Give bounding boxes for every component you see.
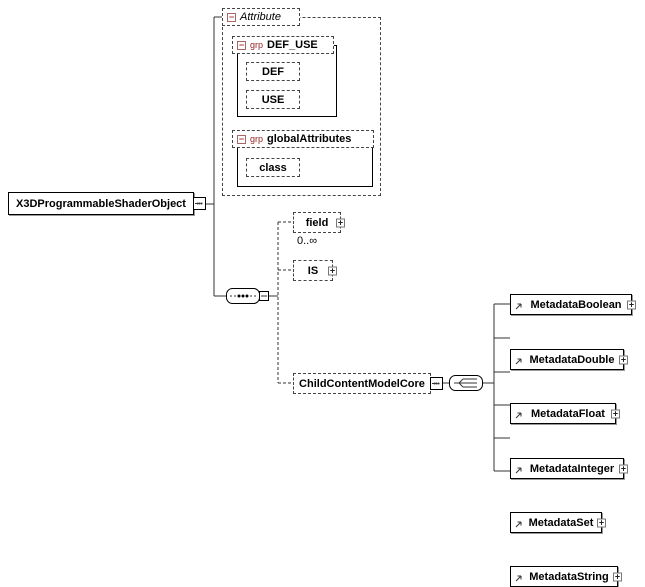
attribute-use[interactable]: USE [246, 90, 300, 109]
element-x3dprogrammableshaderobject[interactable]: X3DProgrammableShaderObject [8, 192, 194, 215]
element-name: MetadataBoolean [530, 298, 622, 311]
choice-preview-icon [432, 382, 441, 385]
element-is[interactable]: IS + [293, 260, 337, 281]
sequence-compositor-icon [226, 288, 260, 304]
dash-icon [261, 295, 267, 297]
element-name: IS [307, 264, 319, 277]
collapse-icon[interactable]: − [237, 133, 246, 144]
element-name: MetadataSet [528, 516, 594, 529]
element-name: X3DProgrammableShaderObject [16, 197, 186, 210]
element-metadatastring[interactable]: MetadataString + [510, 566, 622, 587]
element-metadatafloat[interactable]: MetadataFloat + [510, 403, 620, 424]
expand-icon[interactable]: + [336, 217, 345, 227]
collapse-icon[interactable]: − [227, 11, 236, 22]
attribute-name: DEF [262, 65, 284, 78]
attribute-group-global-attributes[interactable]: − grp globalAttributes [232, 130, 374, 148]
connector-lines [206, 16, 510, 472]
group-prefix: grp [250, 134, 264, 144]
group-prefix: grp [250, 40, 264, 50]
expand-icon[interactable]: + [328, 265, 337, 275]
element-metadatadouble[interactable]: MetadataDouble + [510, 349, 628, 370]
attribute-section-title: Attribute [240, 11, 281, 23]
element-metadataset[interactable]: MetadataSet + [510, 512, 606, 533]
expand-icon[interactable]: + [627, 299, 636, 309]
group-name: globalAttributes [267, 133, 352, 145]
attribute-name: class [259, 161, 287, 174]
sequence-expand-icon[interactable] [259, 291, 269, 301]
expand-icon[interactable]: + [619, 463, 628, 473]
reference-arrow-icon [515, 412, 522, 419]
element-name: MetadataString [529, 570, 609, 583]
content-model-toggle-icon[interactable] [193, 197, 206, 210]
element-name: MetadataDouble [529, 353, 615, 366]
element-name: MetadataFloat [531, 407, 605, 420]
element-metadataboolean[interactable]: MetadataBoolean + [510, 294, 636, 315]
element-name: ChildContentModelCore [299, 377, 425, 390]
element-name: MetadataInteger [529, 462, 615, 475]
reference-arrow-icon [515, 575, 522, 582]
attribute-class[interactable]: class [246, 158, 300, 177]
occurrence-label: 0..∞ [297, 235, 318, 247]
expand-icon[interactable]: + [613, 571, 622, 581]
element-name: field [305, 216, 329, 229]
attribute-def[interactable]: DEF [246, 62, 300, 81]
element-childcontentmodelcore[interactable]: ChildContentModelCore [293, 373, 431, 394]
sequence-preview-icon [195, 202, 204, 205]
reference-arrow-icon [515, 521, 522, 528]
expand-icon[interactable]: + [597, 517, 606, 527]
content-model-toggle-icon[interactable] [430, 377, 443, 390]
reference-arrow-icon [515, 303, 522, 310]
expand-icon[interactable]: + [611, 408, 620, 418]
group-name: DEF_USE [267, 39, 318, 51]
expand-icon[interactable]: + [619, 354, 628, 364]
attribute-group-def-use[interactable]: − grp DEF_USE [232, 36, 334, 54]
reference-arrow-icon [515, 358, 522, 365]
choice-compositor-icon [449, 375, 483, 391]
element-field[interactable]: field + [293, 212, 345, 233]
attribute-name: USE [261, 93, 285, 106]
reference-arrow-icon [515, 467, 522, 474]
attribute-section-tab[interactable]: − Attribute [222, 8, 300, 26]
element-metadatainteger[interactable]: MetadataInteger + [510, 458, 628, 479]
collapse-icon[interactable]: − [237, 39, 246, 50]
